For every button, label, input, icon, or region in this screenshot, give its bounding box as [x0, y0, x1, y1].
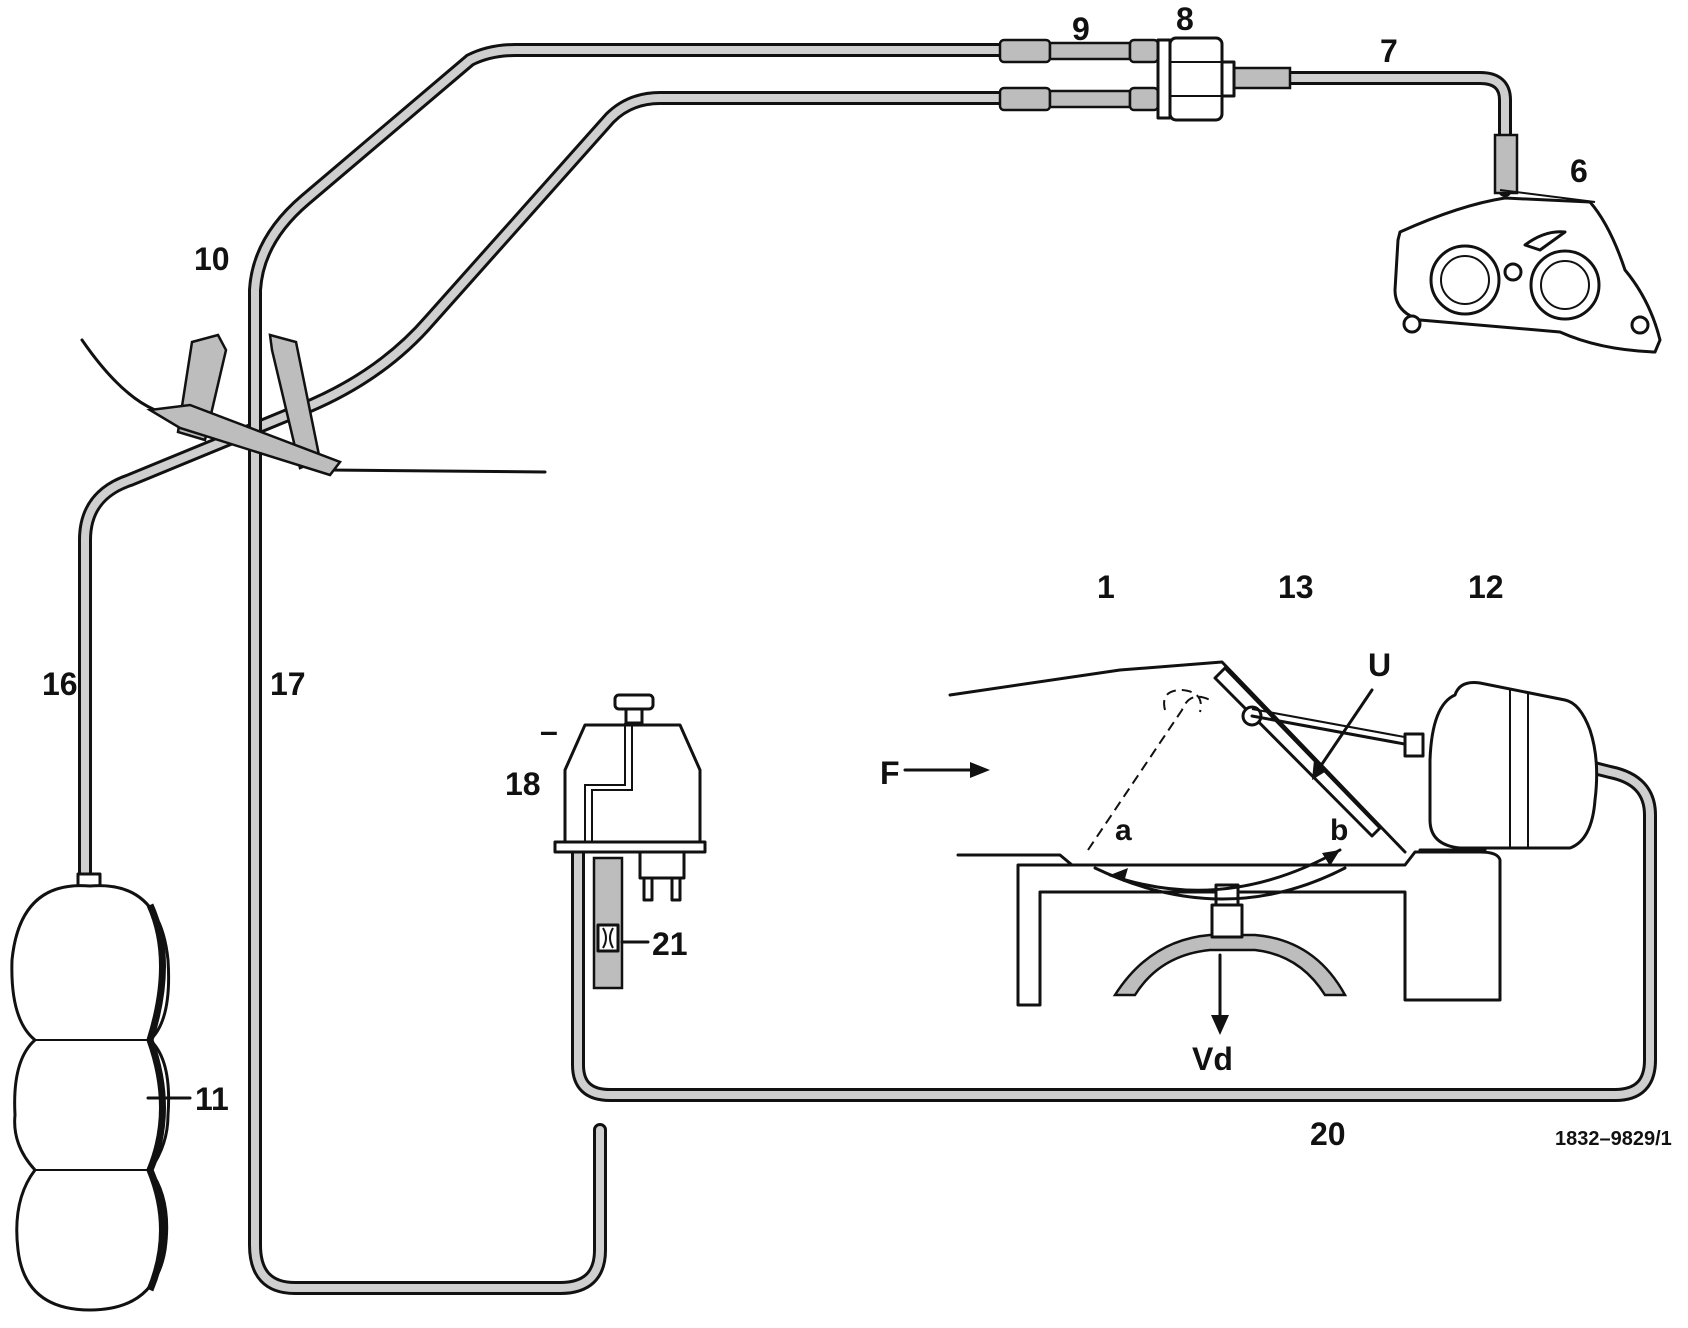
hose-16: [78, 91, 1007, 879]
arrow-Vd: [1211, 953, 1229, 1035]
label-18: 18: [505, 766, 541, 802]
label-F: F: [880, 755, 900, 791]
intake-manifold-flange: [1393, 196, 1662, 354]
label-1: 1: [1097, 569, 1115, 605]
label-6: 6: [1570, 153, 1588, 189]
label-8: 8: [1176, 1, 1194, 37]
changeover-valve-18: [553, 693, 707, 902]
label-11: 11: [195, 1081, 229, 1117]
label-21: 21: [652, 926, 688, 962]
label-13: 13: [1278, 569, 1314, 605]
reference-number: 1832–9829/1: [1555, 1128, 1672, 1150]
restrictor-21: [592, 856, 650, 990]
label-minus: –: [540, 713, 558, 749]
label-Vd: Vd: [1192, 1041, 1233, 1077]
arrow-F: [903, 762, 990, 778]
label-9: 9: [1072, 11, 1090, 47]
hose-17: [248, 43, 1007, 1295]
connector-8: [1156, 36, 1236, 122]
label-U: U: [1368, 647, 1391, 683]
vacuum-actuator-12: [1403, 681, 1599, 852]
label-12: 12: [1468, 569, 1504, 605]
grommet-10: [146, 333, 343, 477]
connector-9: [998, 38, 1160, 112]
intake-housing-1: [948, 660, 1502, 1007]
leader-6: [1499, 189, 1596, 203]
flap-13: [1213, 666, 1412, 838]
label-b: b: [1330, 814, 1348, 847]
label-a: a: [1115, 814, 1132, 847]
hose-7: [1228, 66, 1519, 197]
swing-arc: [1108, 848, 1342, 892]
label-10: 10: [194, 241, 230, 277]
label-16: 16: [42, 666, 78, 702]
label-17: 17: [270, 666, 306, 702]
arrow-U: [1312, 688, 1374, 780]
hose-20: [571, 755, 1657, 1102]
vacuum-reservoir-11: [10, 872, 171, 1312]
label-7: 7: [1380, 33, 1398, 69]
label-20: 20: [1310, 1116, 1346, 1152]
